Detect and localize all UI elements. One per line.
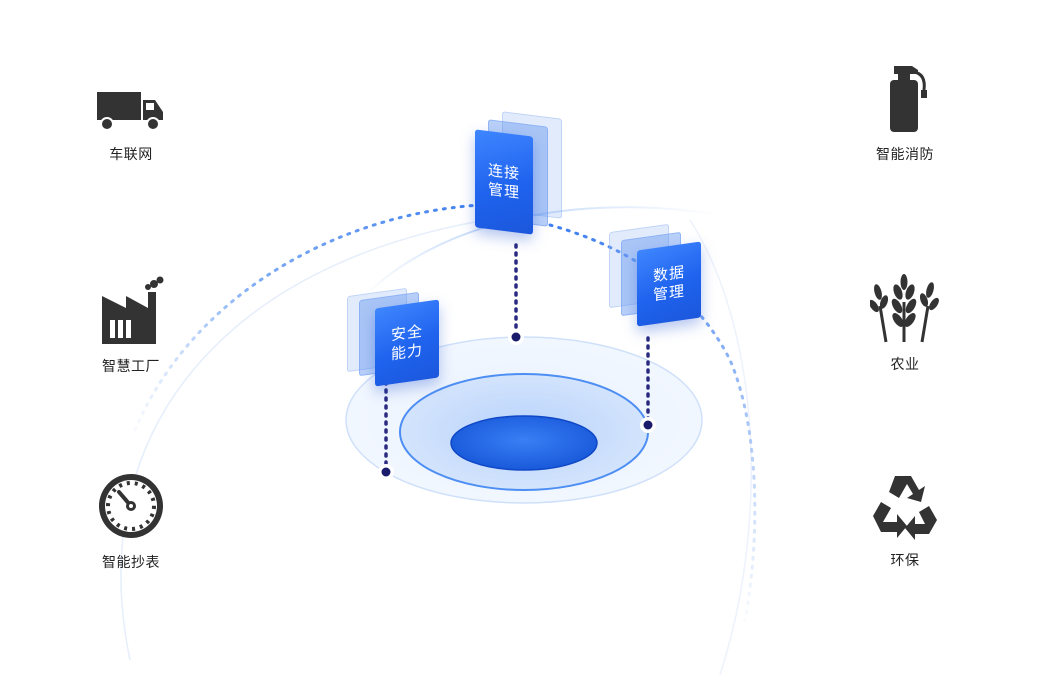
orbit-dotted-left	[133, 203, 482, 432]
app-smart-fire-label: 智能消防	[876, 147, 934, 163]
platform-core	[450, 415, 598, 471]
card-data: 数据管理	[605, 222, 715, 362]
card-data-face: 数据管理	[637, 241, 701, 327]
orbit-dotted-right	[548, 223, 757, 622]
app-smart-fire: 智能消防	[840, 60, 970, 164]
card-connection-face: 连接管理	[475, 129, 533, 235]
app-smart-factory-label: 智慧工厂	[102, 359, 160, 375]
fire-extinguisher-icon	[890, 66, 927, 132]
card-data-label: 数据管理	[652, 262, 685, 305]
meter-gauge-icon	[99, 474, 163, 538]
truck-icon	[97, 92, 163, 131]
anchor-data	[640, 417, 656, 433]
wheat-icon	[870, 274, 939, 343]
app-agriculture: 农业	[840, 272, 970, 374]
app-environment: 环保	[840, 472, 970, 570]
app-smart-factory: 智慧工厂	[66, 274, 196, 376]
anchor-security	[378, 464, 394, 480]
card-security-label: 安全能力	[390, 321, 423, 364]
recycle-icon	[873, 476, 937, 540]
app-smart-meter: 智能抄表	[66, 470, 196, 572]
card-security-face: 安全能力	[375, 299, 439, 387]
app-smart-meter-label: 智能抄表	[102, 555, 160, 571]
app-iov: 车联网	[66, 88, 196, 164]
app-environment-label: 环保	[890, 553, 920, 569]
app-agriculture-label: 农业	[890, 357, 920, 373]
outer-orbit-faint	[120, 214, 521, 661]
anchor-connection	[508, 329, 524, 345]
card-connection: 连接管理	[470, 111, 580, 255]
card-security: 安全能力	[343, 278, 453, 418]
app-iov-label: 车联网	[109, 147, 153, 163]
factory-icon	[102, 276, 164, 344]
card-connection-label: 连接管理	[487, 161, 520, 202]
